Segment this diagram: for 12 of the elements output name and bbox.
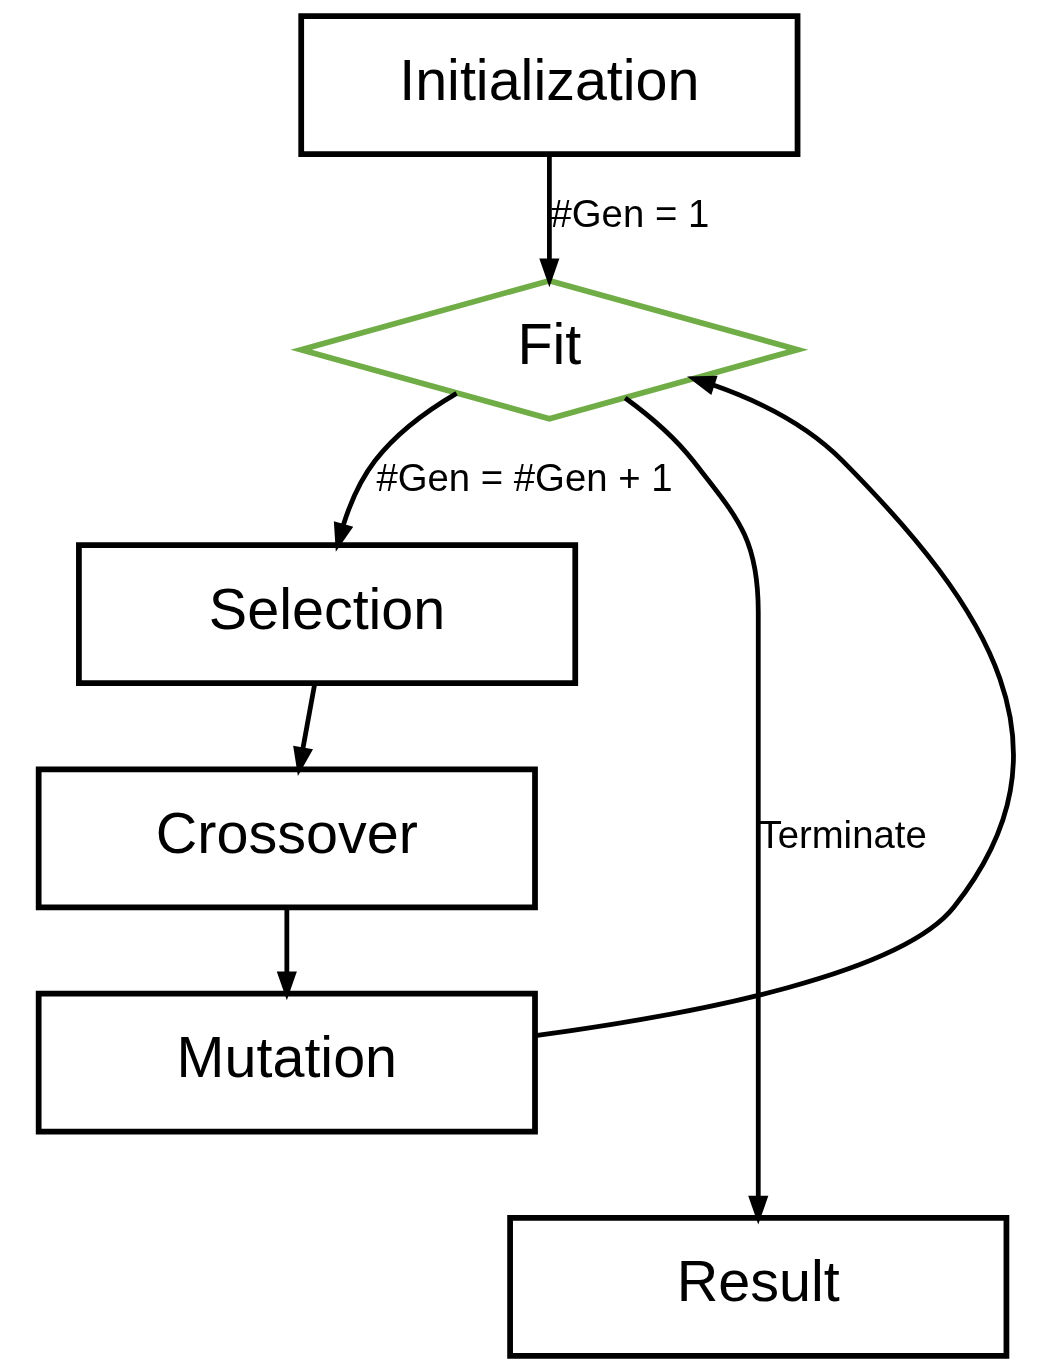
node-box: Selection [75,542,578,686]
node-box: Result [506,1214,1009,1359]
arrow [333,391,458,552]
arrow [538,154,559,288]
node-box: Crossover [35,766,538,911]
node-diamond: Fit [289,277,808,422]
edge-label: #Gen = #Gen + 1 [375,456,673,500]
node-box: Mutation [35,990,538,1135]
node-box: Initialization [297,13,800,158]
arrow [534,375,1015,1039]
arrow [623,396,768,1225]
arrow [276,907,297,1001]
